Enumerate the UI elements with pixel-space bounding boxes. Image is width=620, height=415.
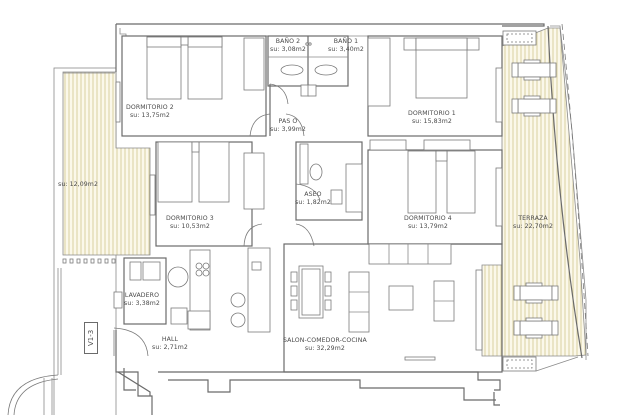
room-name: ASEO	[304, 191, 322, 198]
room-name: HALL	[161, 336, 179, 343]
room-area: su: 3,38m2	[124, 300, 160, 307]
room-area: su: 12,09m2	[58, 181, 98, 188]
room-name: BAÑO 1	[333, 38, 359, 45]
room-area: su: 3,99m2	[270, 126, 306, 133]
room-area: su: 32,29m2	[304, 345, 345, 352]
room-name: DORMITORIO 2	[126, 104, 174, 111]
room-name: LAVADERO	[124, 292, 160, 299]
room-label-terraza-izquierda: su: 12,09m2	[58, 181, 98, 189]
room-name: PAS O	[278, 118, 298, 125]
left-terrace	[7, 67, 151, 415]
room-name: DORMITORIO 1	[408, 110, 456, 117]
unit-tag: V1-3	[84, 322, 98, 354]
interior-walls	[113, 35, 503, 373]
room-area: su: 3,40m2	[328, 46, 364, 53]
railing-posts	[62, 258, 116, 264]
room-area: su: 1,82m2	[295, 199, 331, 206]
right-terrace	[481, 23, 589, 372]
room-name: SALON-COMEDOR-COCINA	[283, 337, 367, 344]
room-name: BAÑO 2	[275, 38, 301, 45]
room-area: su: 3,08m2	[270, 46, 306, 53]
room-area: su: 13,75m2	[129, 112, 170, 119]
room-area: su: 2,71m2	[152, 344, 188, 351]
room-area: su: 15,83m2	[411, 118, 452, 125]
room-name: DORMITORIO 4	[404, 215, 452, 222]
room-area: su: 13,79m2	[407, 223, 448, 230]
room-area: su: 10,53m2	[169, 223, 210, 230]
room-area: su: 22,70m2	[513, 223, 553, 230]
room-name: DORMITORIO 3	[166, 215, 214, 222]
room-name: TERRAZA	[518, 215, 548, 222]
